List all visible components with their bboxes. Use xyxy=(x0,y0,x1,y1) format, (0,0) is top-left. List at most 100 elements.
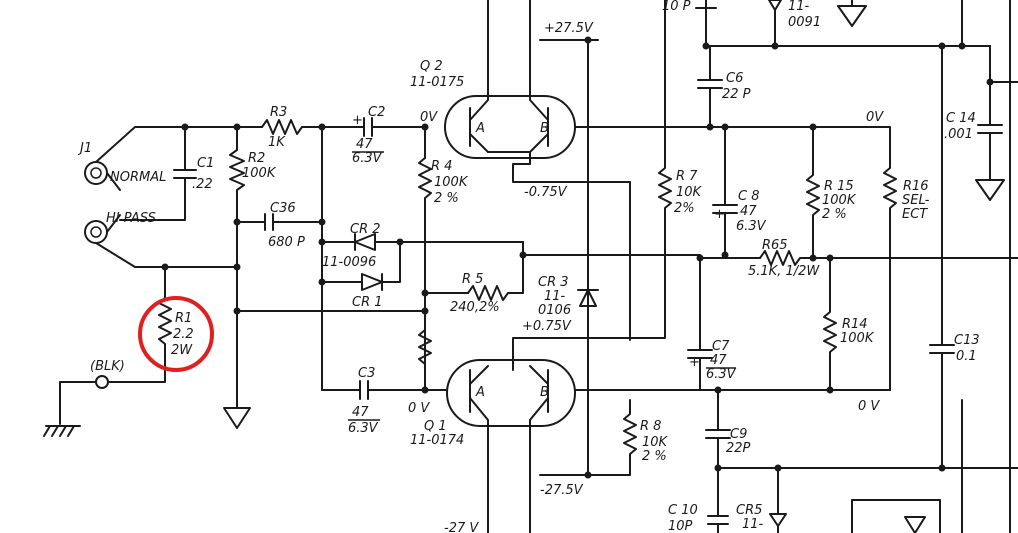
label-r15-name: R 15 xyxy=(824,179,854,194)
label-r15-tol: 2 % xyxy=(822,207,847,222)
label-r16-val1: SEL- xyxy=(902,193,930,208)
capacitor-c36 xyxy=(264,213,323,231)
label-cr3-name: CR 3 xyxy=(538,275,569,290)
label-q1-pin-a: A xyxy=(475,385,485,400)
label-c1-value: .22 xyxy=(192,177,213,192)
label-c8-plus: + xyxy=(714,207,725,222)
capacitor-c8 xyxy=(712,126,738,256)
label-q2-pin-a: A xyxy=(475,121,485,136)
label-r1-name: R1 xyxy=(175,311,192,326)
label-c3-volt: 6.3V xyxy=(348,421,379,436)
label-cr-part: 11-0096 xyxy=(322,255,376,270)
resistor-r16 xyxy=(883,126,897,391)
transistor-q1 xyxy=(446,359,576,533)
label-0v-q1: 0 V xyxy=(408,401,430,416)
label-r14-name: R14 xyxy=(842,317,868,332)
label-c7-value: 47 xyxy=(710,353,727,368)
label-r7-tol: 2% xyxy=(674,201,695,216)
label-c10-value: 10P xyxy=(668,519,693,533)
label-c8-volt: 6.3V xyxy=(736,219,767,234)
label-r2-name: R2 xyxy=(248,151,265,166)
label-c14-name: C 14 xyxy=(946,111,976,126)
label-neg27v-bottom: -27 V xyxy=(444,521,479,533)
label-r3-value: 1K xyxy=(268,135,286,150)
label-blk: (BLK) xyxy=(90,359,125,374)
label-c2-plus: + xyxy=(352,113,363,128)
label-r7-value: 10K xyxy=(676,185,703,200)
diode-cr1 xyxy=(361,241,401,291)
label-pos075v: +0.75V xyxy=(522,319,572,334)
label-r2-value: 100K xyxy=(242,166,277,181)
label-r16-val2: ECT xyxy=(902,207,928,222)
label-r4-name: R 4 xyxy=(431,159,452,174)
label-normal: NORMAL xyxy=(110,170,166,185)
label-q2-pin-b: B xyxy=(540,121,549,136)
highlight-circle-r1 xyxy=(138,296,214,372)
label-c9-value: 22P xyxy=(726,441,751,456)
diode-top xyxy=(768,0,782,47)
resistor-r5 xyxy=(467,241,524,301)
label-r7-name: R 7 xyxy=(676,169,698,184)
capacitor-c1 xyxy=(119,126,197,221)
label-c3-value: 47 xyxy=(352,405,369,420)
label-cr2-name: CR 2 xyxy=(350,222,381,237)
label-c1-name: C1 xyxy=(197,156,214,171)
label-pos27v: +27.5V xyxy=(544,21,594,36)
label-c10-name: C 10 xyxy=(668,503,698,518)
label-cr5-name: CR5 xyxy=(736,503,762,518)
label-r8-value: 10K xyxy=(642,435,669,450)
diode-cr3 xyxy=(577,289,599,307)
input-jack-j1 xyxy=(84,126,238,268)
label-r65-value: 5.1K, 1/2W xyxy=(748,264,820,279)
label-r1-value: 2.2 xyxy=(173,327,194,342)
resistor-r1 xyxy=(107,297,172,383)
label-r5-value: 240,2% xyxy=(450,300,500,315)
label-c2-name: C2 xyxy=(368,105,385,120)
label-cr1-name: CR 1 xyxy=(352,295,383,310)
label-j1: J1 xyxy=(77,141,92,156)
resistor-r4 xyxy=(418,157,432,391)
label-cr5-part: 11- xyxy=(742,517,764,532)
label-c7-plus: + xyxy=(689,355,700,370)
label-c6-value: 22 P xyxy=(722,87,751,102)
label-r8-name: R 8 xyxy=(640,419,661,434)
label-0v-right-bottom: 0 V xyxy=(858,399,880,414)
label-0v-q2: 0V xyxy=(420,110,438,125)
label-c3-name: C3 xyxy=(358,366,375,381)
label-c9-name: C9 xyxy=(730,427,747,442)
label-c13-value: 0.1 xyxy=(956,349,977,364)
label-hipass: HI PASS xyxy=(106,211,156,226)
label-q1-pin-b: B xyxy=(540,385,549,400)
label-r4-value: 100K xyxy=(434,175,469,190)
capacitor-c9 xyxy=(705,389,1018,469)
label-c14-value: .001 xyxy=(944,127,973,142)
label-top-part: 11- xyxy=(788,0,810,14)
label-c36-name: C36 xyxy=(270,201,296,216)
resistor-r14 xyxy=(823,257,837,391)
label-r8-tol: 2 % xyxy=(642,449,667,464)
label-r16-name: R16 xyxy=(903,179,929,194)
label-q2-part: 11-0175 xyxy=(410,75,464,90)
junction-dots xyxy=(161,36,994,479)
resistor-r3 xyxy=(261,119,323,135)
capacitor-c6 xyxy=(697,45,723,128)
diode-cr5 xyxy=(769,467,787,533)
label-neg27v: -27.5V xyxy=(540,483,584,498)
resistor-r7 xyxy=(512,0,672,371)
label-c13-name: C13 xyxy=(954,333,980,348)
label-cr3-part2: 0106 xyxy=(538,303,571,318)
ground-symbol-right xyxy=(975,179,1005,201)
label-c2-value: 47 xyxy=(356,137,373,152)
capacitor-c13 xyxy=(929,45,955,469)
resistor-r65 xyxy=(759,250,1018,266)
label-cr3-part: 11- xyxy=(544,289,566,304)
capacitor-c7 xyxy=(687,254,713,391)
resistor-r2 xyxy=(229,126,245,401)
label-0v-right-top: 0V xyxy=(866,110,884,125)
label-c8-name: C 8 xyxy=(738,189,759,204)
capacitor-c3 xyxy=(359,380,448,400)
resistor-r8 xyxy=(539,399,637,476)
label-c8-value: 47 xyxy=(740,204,757,219)
label-c6-name: C6 xyxy=(726,71,743,86)
label-neg075v: -0.75V xyxy=(524,185,568,200)
